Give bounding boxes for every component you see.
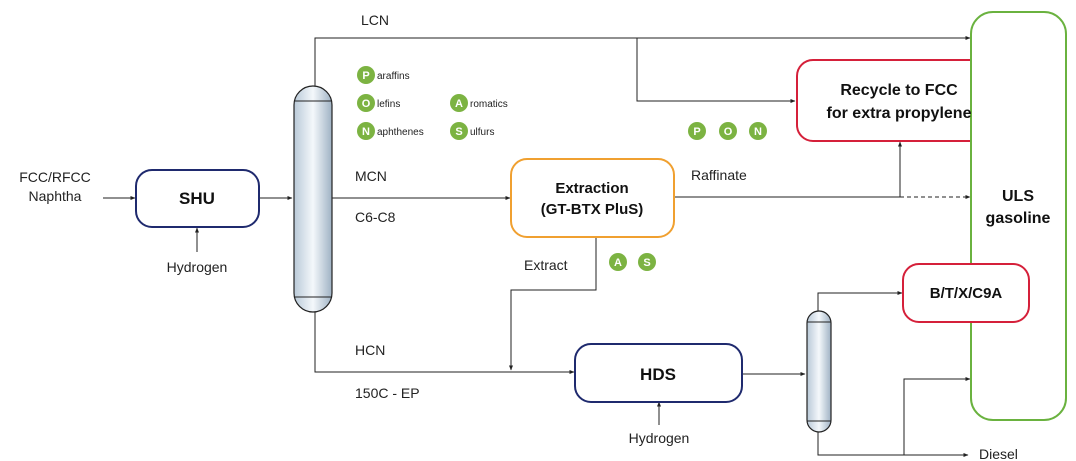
- hcn-label: HCN: [355, 342, 385, 358]
- raffinate-badge-icon: [688, 122, 706, 140]
- hds-hydrogen-label: Hydrogen: [629, 430, 690, 446]
- legend-letter: S: [455, 126, 462, 138]
- legend-text: romatics: [470, 99, 508, 110]
- mcn-range-label: C6-C8: [355, 209, 396, 225]
- lcn-line: [314, 36, 971, 86]
- extraction-unit: [510, 158, 675, 238]
- recycle-label-2: for extra propylene: [827, 105, 972, 122]
- feed-label-2: Naphtha: [29, 188, 82, 204]
- legend-text: aphthenes: [377, 127, 424, 138]
- raffinate-badge-letter: O: [724, 126, 733, 138]
- raffinate-label: Raffinate: [691, 167, 747, 183]
- uls-label-2: gasoline: [986, 210, 1051, 227]
- extract-label: Extract: [524, 257, 568, 273]
- hcn-range-label: 150C - EP: [355, 385, 420, 401]
- legend-aromatics: A romatics: [450, 94, 508, 112]
- legend-letter: A: [455, 98, 463, 110]
- raffinate-badge-icon: [749, 122, 767, 140]
- feed-label-1: FCC/RFCC: [19, 169, 91, 185]
- legend-badge-icon: [357, 66, 375, 84]
- mcn-label: MCN: [355, 168, 387, 184]
- btx-line: [817, 291, 903, 311]
- legend-text: lefins: [377, 99, 400, 110]
- stabilizer-column: [806, 310, 832, 433]
- legend-letter: P: [362, 70, 369, 82]
- legend-naphthenes: N aphthenes: [357, 122, 424, 140]
- hds-label: HDS: [640, 365, 676, 384]
- extract-badge-icon: [638, 253, 656, 271]
- raffinate-badge-letter: N: [754, 126, 762, 138]
- diesel-line: [817, 432, 969, 457]
- heavy-to-uls-line: [903, 377, 971, 455]
- shu-hydrogen-label: Hydrogen: [167, 259, 228, 275]
- recycle-label-1: Recycle to FCC: [840, 82, 958, 99]
- extract-badges: A S: [609, 253, 656, 271]
- legend-badge-icon: [450, 94, 468, 112]
- extraction-label-2: (GT-BTX PluS): [541, 201, 644, 218]
- diesel-label: Diesel: [979, 446, 1018, 461]
- raffinate-badge-icon: [719, 122, 737, 140]
- legend-text: ulfurs: [470, 127, 494, 138]
- extract-badge-letter: S: [643, 257, 650, 269]
- uls-label-1: ULS: [1002, 188, 1034, 205]
- shu-label: SHU: [179, 189, 215, 208]
- extract-badge-letter: A: [614, 257, 622, 269]
- lcn-label: LCN: [361, 12, 389, 28]
- shu-unit: [135, 169, 260, 228]
- splitter-column: [293, 85, 333, 313]
- hcn-line: [314, 312, 575, 374]
- hds-unit: [574, 343, 743, 403]
- legend-text: araffins: [377, 71, 410, 82]
- legend-badge-icon: [357, 94, 375, 112]
- legend-badge-icon: [450, 122, 468, 140]
- extract-badge-icon: [609, 253, 627, 271]
- raffinate-badge-letter: P: [693, 126, 700, 138]
- btx-product: [902, 263, 1030, 323]
- legend-badge-icon: [357, 122, 375, 140]
- lcn-recycle-branch: [636, 38, 796, 103]
- legend-letter: O: [362, 98, 371, 110]
- legend-olefins: O lefins: [357, 94, 400, 112]
- legend-paraffins: P araffins: [357, 66, 410, 84]
- legend-letter: N: [362, 126, 370, 138]
- legend-sulfurs: S ulfurs: [450, 122, 494, 140]
- extract-line: [509, 236, 597, 371]
- raffinate-badges: P O N: [688, 122, 767, 140]
- btx-label: B/T/X/C9A: [930, 285, 1003, 302]
- extraction-label-1: Extraction: [555, 180, 628, 197]
